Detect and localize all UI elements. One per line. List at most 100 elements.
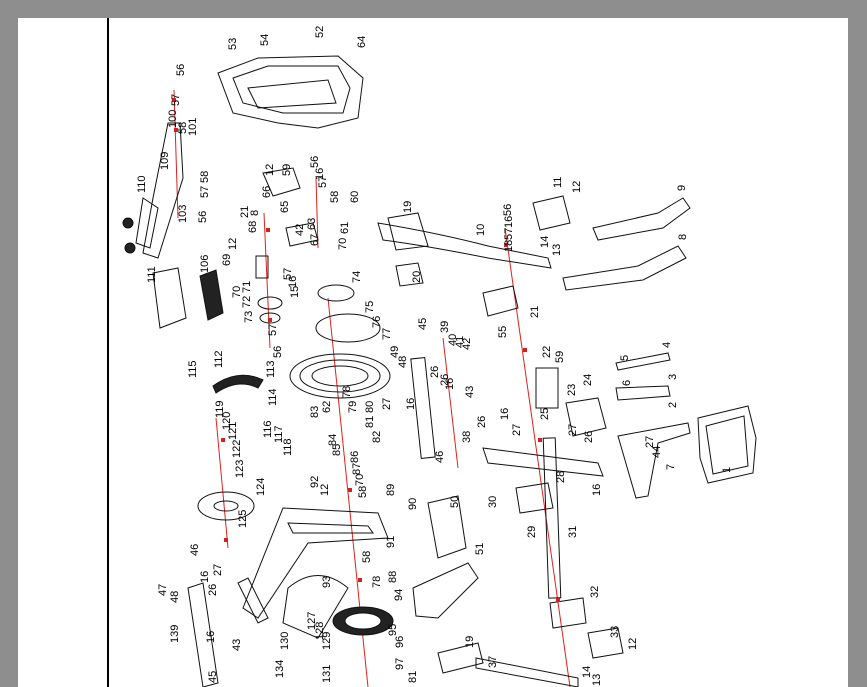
part-callout: 18 bbox=[503, 240, 515, 252]
part-callout: 59 bbox=[554, 351, 566, 363]
gear-part bbox=[332, 606, 394, 636]
cover-parts bbox=[412, 495, 479, 619]
part-callout: 60 bbox=[349, 191, 361, 203]
side-pad-parts bbox=[152, 267, 224, 329]
part-callout: 16 bbox=[444, 378, 456, 390]
part-callout: 25 bbox=[539, 408, 551, 420]
upper-bracket-parts bbox=[255, 167, 319, 324]
part-callout: 21 bbox=[239, 206, 251, 218]
exploded-parts-diagram: 5253546456571005810110958571105610312596… bbox=[122, 26, 757, 687]
part-callout: 93 bbox=[321, 576, 333, 588]
part-callout: 58 bbox=[199, 171, 211, 183]
part-callout: 91 bbox=[385, 536, 397, 548]
flywheel-parts bbox=[289, 284, 391, 399]
slide-rail-part bbox=[482, 447, 604, 514]
part-callout: 86 bbox=[349, 451, 361, 463]
part-callout: 13 bbox=[551, 244, 563, 256]
part-callout: 1 bbox=[721, 467, 733, 473]
part-callout: 12 bbox=[571, 181, 583, 193]
page-margin-line bbox=[107, 18, 109, 687]
part-callout: 19 bbox=[464, 636, 476, 648]
part-callout: 117 bbox=[273, 425, 285, 443]
part-callout: 77 bbox=[381, 328, 393, 340]
part-callout: 59 bbox=[281, 164, 293, 176]
part-callout: 123 bbox=[234, 460, 246, 478]
part-callout: 47 bbox=[157, 584, 169, 596]
part-callout: 50 bbox=[449, 496, 461, 508]
part-callout: 14 bbox=[539, 236, 551, 248]
part-callout: 85 bbox=[331, 444, 343, 456]
part-callout: 78 bbox=[371, 576, 383, 588]
part-callout: 32 bbox=[589, 586, 601, 598]
main-frame-part bbox=[237, 507, 389, 624]
part-callout: 40 bbox=[447, 334, 459, 346]
part-callout: 57 bbox=[267, 324, 279, 336]
part-callout: 75 bbox=[364, 301, 376, 313]
part-callout: 6 bbox=[621, 380, 633, 386]
part-callout: 52 bbox=[314, 26, 326, 38]
part-callout: 87 bbox=[351, 463, 363, 475]
part-callout: 31 bbox=[567, 526, 579, 538]
part-callout: 128 bbox=[314, 622, 326, 640]
part-callout: 58 bbox=[357, 486, 369, 498]
part-callout: 16 bbox=[591, 484, 603, 496]
main-post-part bbox=[542, 437, 587, 629]
part-callout: 3 bbox=[667, 374, 679, 380]
part-callout: 4 bbox=[661, 342, 673, 348]
part-callout: 81 bbox=[364, 416, 376, 428]
part-callout: 68 bbox=[247, 221, 259, 233]
part-callout: 56 bbox=[197, 211, 209, 223]
spring-part bbox=[212, 374, 264, 394]
part-callout: 129 bbox=[321, 632, 333, 650]
part-callout: 120 bbox=[221, 412, 233, 430]
part-callout: 114 bbox=[267, 388, 279, 406]
part-callout: 56 bbox=[309, 156, 321, 168]
pulley-part bbox=[197, 491, 255, 521]
part-callout: 16 bbox=[199, 571, 211, 583]
part-callout: 26 bbox=[439, 374, 451, 386]
part-callout: 16 bbox=[205, 631, 217, 643]
part-callout: 100 bbox=[167, 110, 179, 128]
part-callout: 125 bbox=[237, 510, 249, 528]
left-arm-part bbox=[122, 122, 184, 259]
part-callout: 26 bbox=[583, 431, 595, 443]
seat-cushion-part bbox=[617, 405, 757, 499]
part-callout: 70 bbox=[337, 238, 349, 250]
part-callout: 12 bbox=[227, 238, 239, 250]
part-callout: 70 bbox=[354, 474, 366, 486]
part-callout: 16 bbox=[503, 216, 515, 228]
part-callout: 69 bbox=[221, 254, 233, 266]
part-callout: 79 bbox=[347, 401, 359, 413]
part-callout: 124 bbox=[255, 478, 267, 496]
part-callout: 53 bbox=[227, 38, 239, 50]
part-callout: 96 bbox=[394, 636, 406, 648]
part-callout: 84 bbox=[327, 434, 339, 446]
part-callout: 90 bbox=[407, 498, 419, 510]
assembly-axis-lines bbox=[173, 89, 571, 687]
part-callout: 12 bbox=[627, 638, 639, 650]
console-housing-part bbox=[217, 55, 364, 129]
part-callout: 109 bbox=[159, 152, 171, 170]
part-callout: 127 bbox=[306, 612, 318, 630]
part-callout: 7 bbox=[665, 464, 677, 470]
part-callout: 116 bbox=[262, 420, 274, 438]
part-callout: 16 bbox=[287, 276, 299, 288]
part-callout: 16 bbox=[405, 398, 417, 410]
part-callout: 134 bbox=[274, 660, 286, 678]
part-callout: 27 bbox=[511, 424, 523, 436]
seat-post-part bbox=[410, 352, 671, 460]
part-callout: 139 bbox=[169, 625, 181, 643]
part-callout: 9 bbox=[676, 185, 688, 191]
part-callout: 5 bbox=[619, 355, 631, 361]
part-callout: 57 bbox=[317, 176, 329, 188]
part-callout: 83 bbox=[309, 406, 321, 418]
part-callout: 106 bbox=[199, 255, 211, 273]
part-callout: 62 bbox=[321, 401, 333, 413]
part-callout: 13 bbox=[591, 674, 603, 686]
handlebar-parts bbox=[377, 195, 691, 291]
part-callout: 67 bbox=[309, 234, 321, 246]
part-callout: 20 bbox=[411, 271, 423, 283]
part-callout: 10 bbox=[475, 224, 487, 236]
part-callout: 43 bbox=[464, 386, 476, 398]
